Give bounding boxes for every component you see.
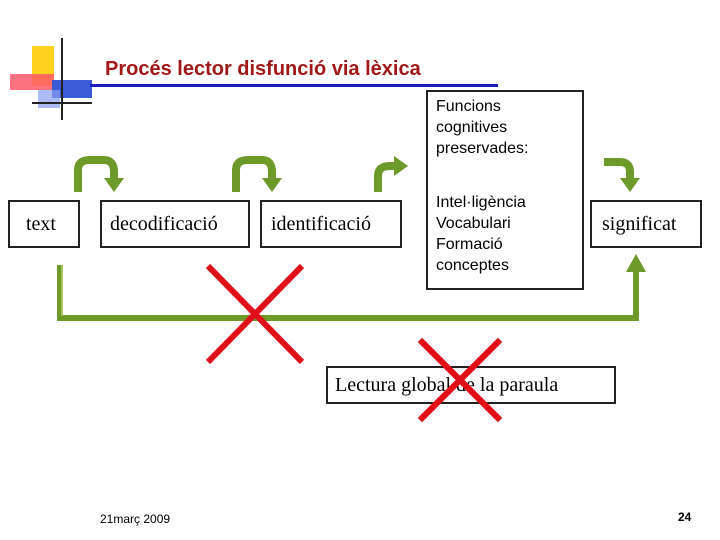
page-number: 24 — [678, 510, 691, 524]
footer-date: 21març 2009 — [100, 512, 170, 526]
